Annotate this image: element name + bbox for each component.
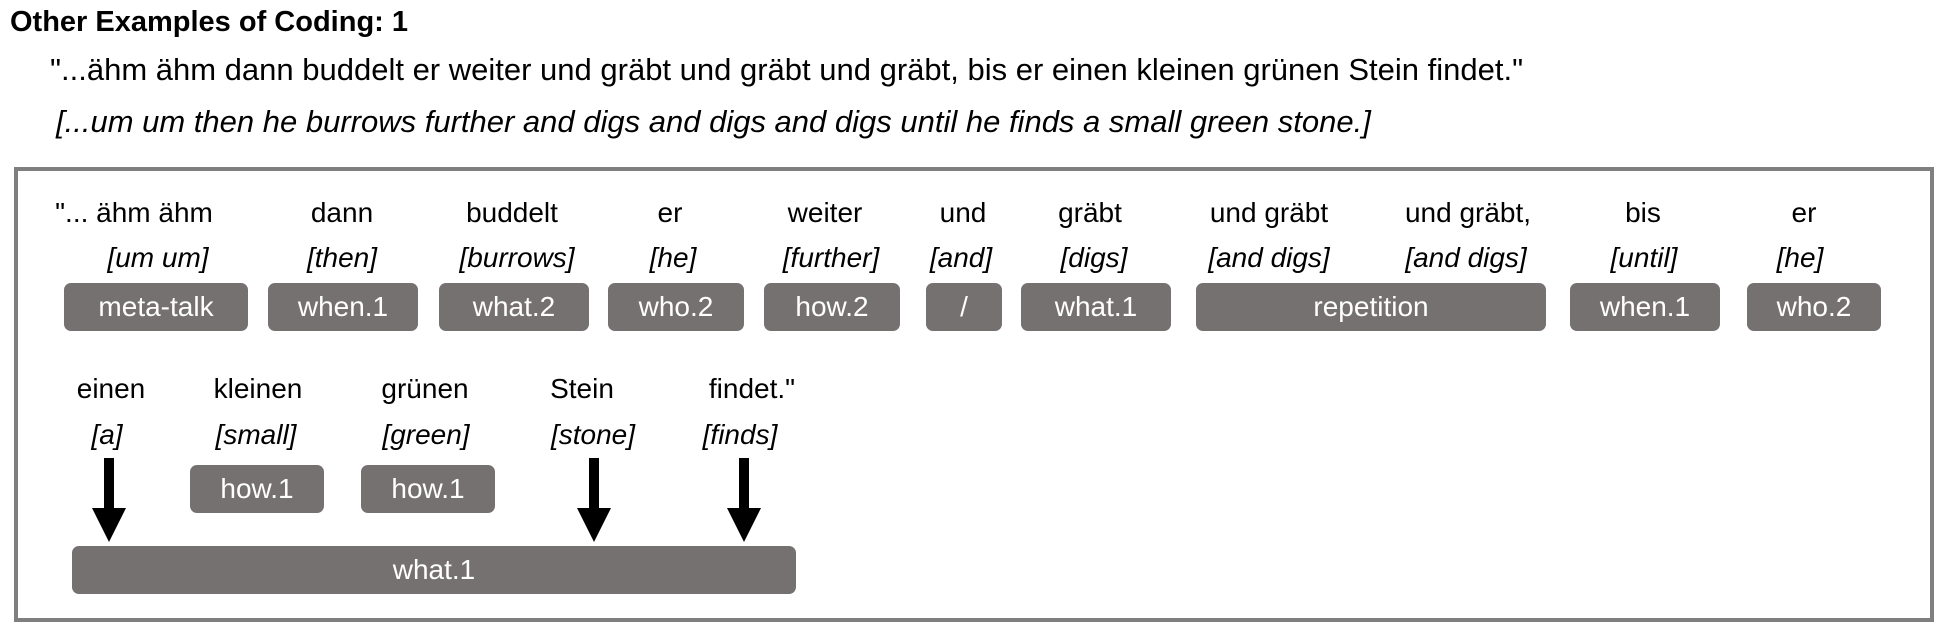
gloss-row1-6: [and]	[929, 242, 993, 273]
gloss-row2-5: [finds]	[702, 419, 778, 450]
gloss-row1-10: [until]	[1610, 242, 1678, 273]
word-row1-9: und gräbt,	[1404, 197, 1532, 228]
code-box: meta-talk	[64, 283, 248, 331]
word-row2-5: findet."	[708, 373, 796, 404]
word-row1-4: er	[657, 197, 683, 228]
code-box: when.1	[1570, 283, 1720, 331]
word-row1-5: weiter	[787, 197, 863, 228]
gloss-row2-1: [a]	[91, 419, 123, 450]
gloss-row1-11: [he]	[1776, 242, 1824, 273]
word-row1-7: gräbt	[1058, 197, 1122, 228]
word-row2-1: einen	[76, 373, 146, 404]
german-quote: "...ähm ähm dann buddelt er weiter und g…	[50, 52, 1524, 87]
figure-title: Other Examples of Coding: 1	[10, 6, 408, 38]
gloss-row2-2: [small]	[215, 419, 297, 450]
word-row1-6: und	[939, 197, 987, 228]
code-box: how.2	[764, 283, 900, 331]
arrow-down-icon	[577, 458, 611, 542]
gloss-row1-2: [then]	[306, 242, 378, 273]
code-box: who.2	[1747, 283, 1881, 331]
code-box: what.2	[439, 283, 589, 331]
code-box: how.1	[190, 465, 324, 513]
code-box: what.1	[1021, 283, 1171, 331]
gloss-row1-7: [digs]	[1060, 242, 1128, 273]
gloss-row2-4: [stone]	[550, 419, 636, 450]
word-row1-3: buddelt	[466, 197, 558, 228]
arrow-down-icon	[727, 458, 761, 542]
span-code-box: what.1	[72, 546, 796, 594]
word-row1-11: er	[1791, 197, 1817, 228]
gloss-row1-3: [burrows]	[459, 242, 575, 273]
word-row2-3: grünen	[381, 373, 469, 404]
code-box: who.2	[608, 283, 744, 331]
word-row2-2: kleinen	[213, 373, 303, 404]
gloss-row1-9: [and digs]	[1405, 242, 1527, 273]
code-box: repetition	[1196, 283, 1546, 331]
word-row1-8: und gräbt	[1209, 197, 1329, 228]
word-row1-2: dann	[310, 197, 374, 228]
word-row2-4: Stein	[550, 373, 614, 404]
word-row1-10: bis	[1625, 197, 1661, 228]
gloss-row1-8: [and digs]	[1208, 242, 1330, 273]
gloss-row2-3: [green]	[382, 419, 470, 450]
english-translation: [...um um then he burrows further and di…	[56, 104, 1371, 139]
code-box: how.1	[361, 465, 495, 513]
gloss-row1-5: [further]	[782, 242, 880, 273]
gloss-row1-4: [he]	[649, 242, 697, 273]
code-box: when.1	[268, 283, 418, 331]
coding-frame	[14, 167, 1934, 622]
word-row1-1: "... ähm ähm	[55, 197, 213, 228]
arrow-down-icon	[92, 458, 126, 542]
gloss-row1-1: [um um]	[107, 242, 209, 273]
code-box: /	[926, 283, 1002, 331]
